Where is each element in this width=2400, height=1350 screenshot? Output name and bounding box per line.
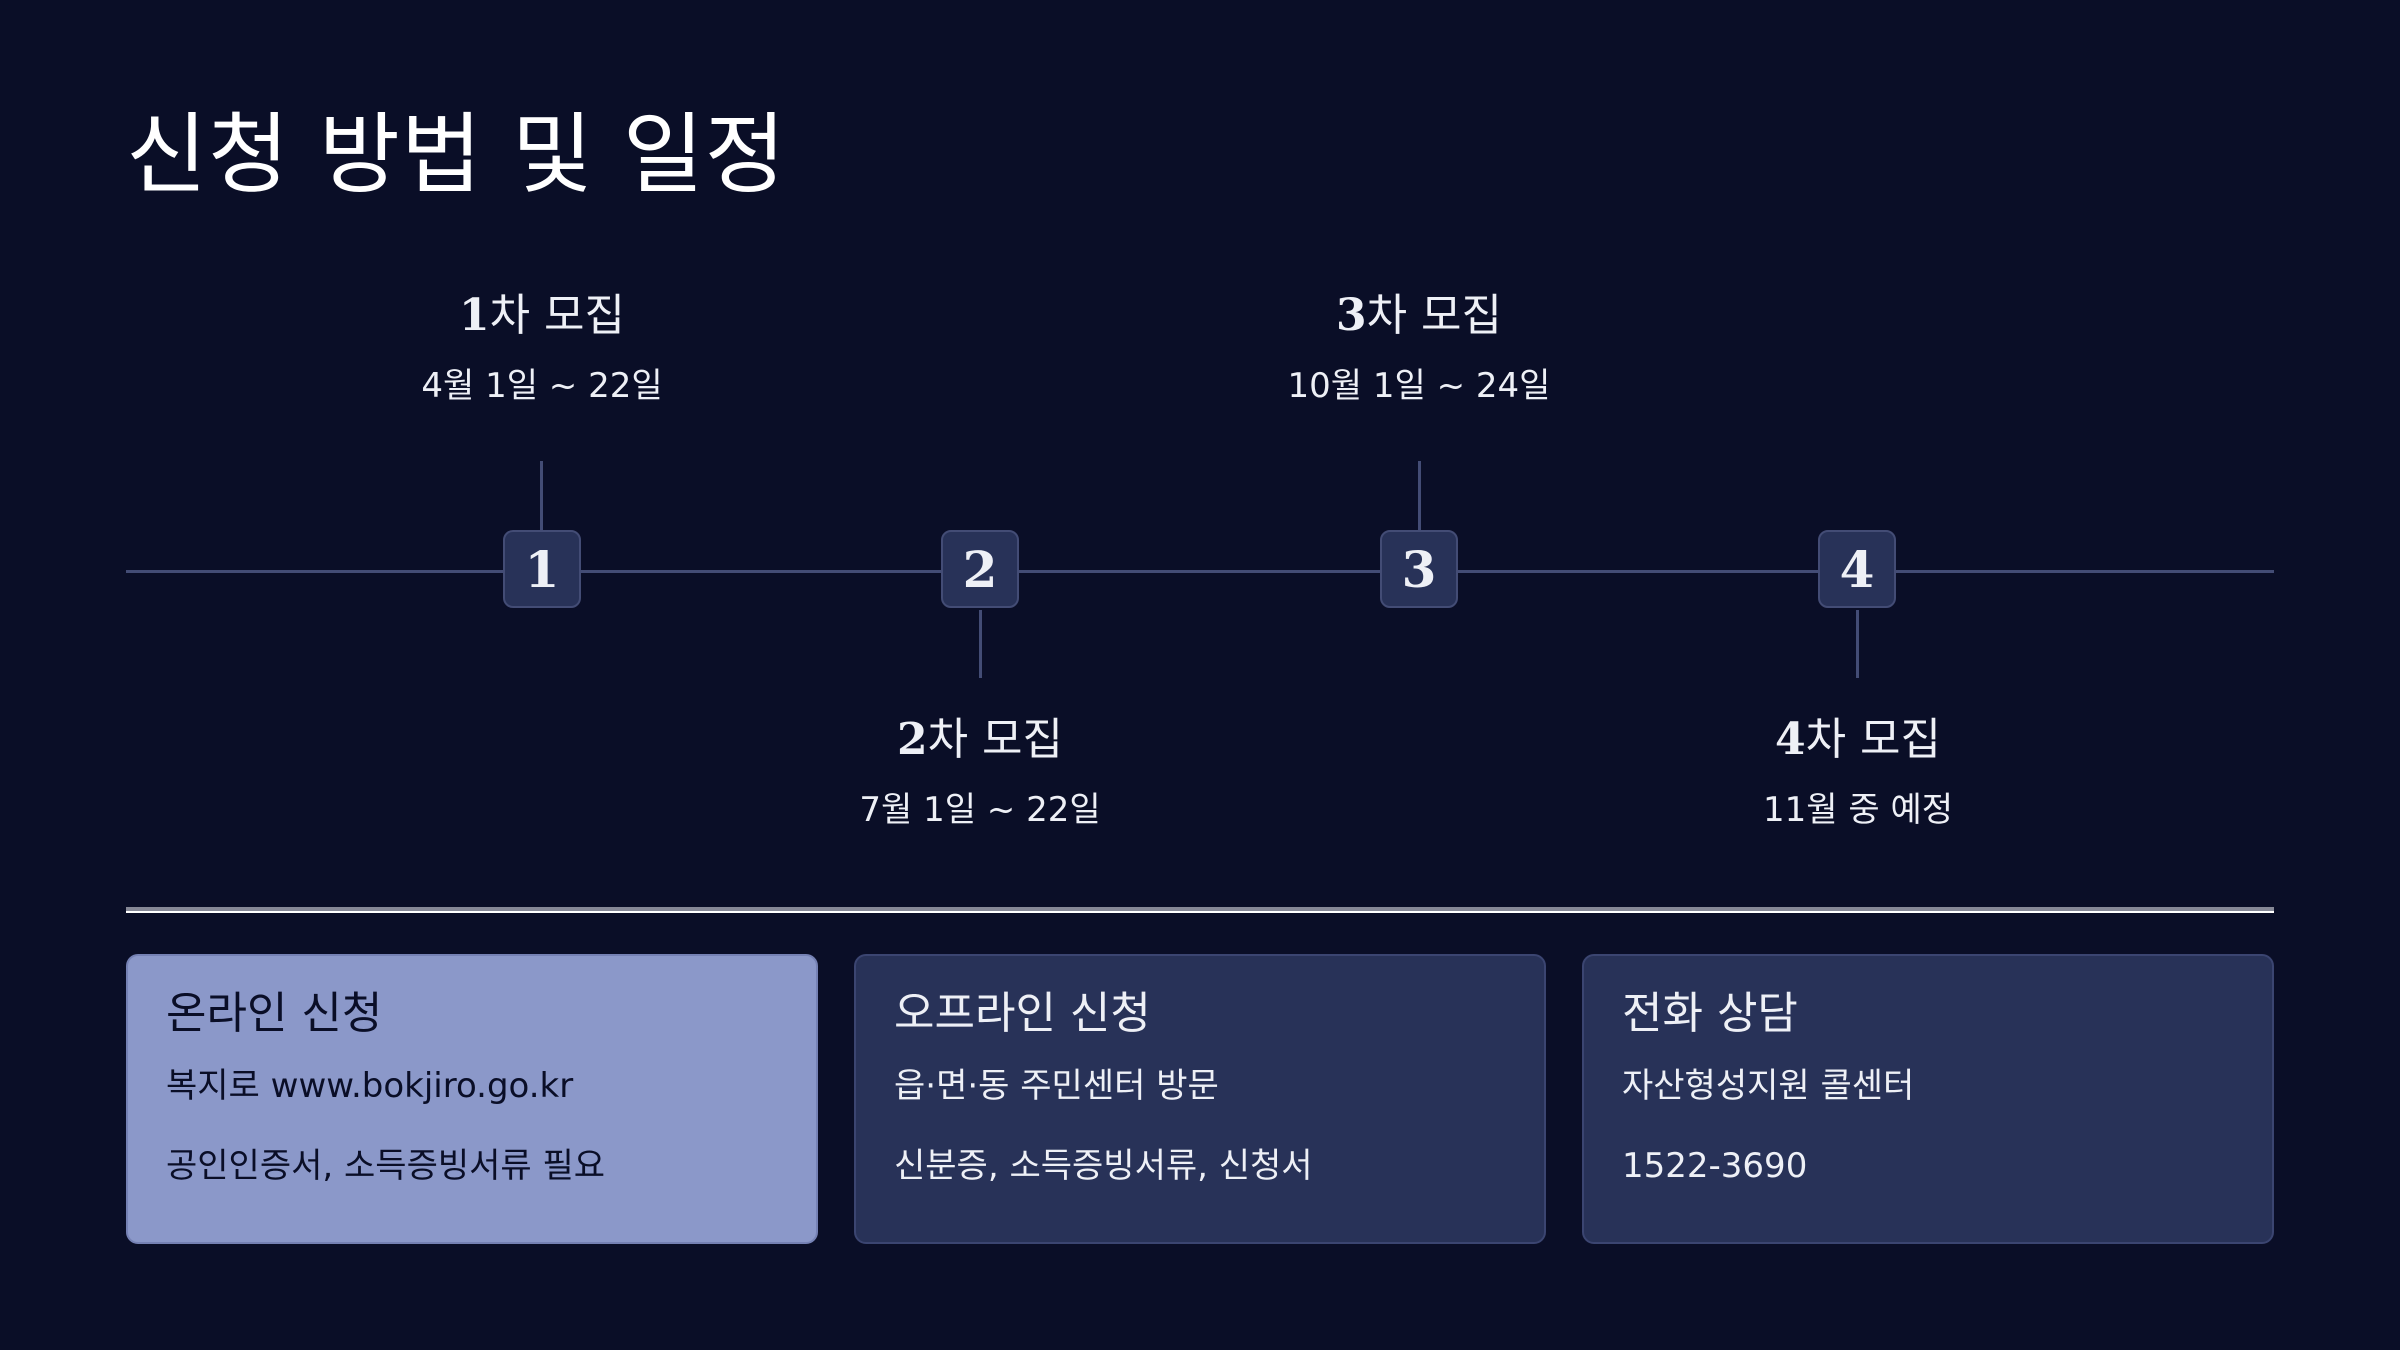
timeline-step-2-marker: 2 [941,530,1019,608]
phone-number: 1522-3690 [1622,1146,1808,1186]
timeline-connector [979,610,982,678]
step-title: 2차 모집 [896,714,1064,765]
timeline-connector [1418,461,1421,530]
card-online-application: 온라인 신청 복지로 www.bokjiro.go.kr 공인인증서, 소득증빙… [126,954,818,1244]
step-date: 4월 1일 ~ 22일 [421,366,663,406]
card-detail: 신분증, 소득증빙서류, 신청서 [894,1146,1313,1186]
card-title: 전화 상담 [1622,988,1798,1039]
card-detail: 공인인증서, 소득증빙서류 필요 [166,1146,606,1186]
timeline-connector [1856,610,1859,678]
timeline-connector [540,461,543,530]
timeline-step-3-label: 3차 모집 10월 1일 ~ 24일 [1209,288,1629,408]
section-divider [126,907,2274,913]
step-date: 7월 1일 ~ 22일 [859,790,1101,830]
card-phone-consultation: 전화 상담 자산형성지원 콜센터 1522-3690 [1582,954,2274,1244]
step-title: 3차 모집 [1335,290,1503,341]
timeline-axis [126,570,2274,573]
page-title: 신청 방법 및 일정 [126,103,787,206]
card-offline-application: 오프라인 신청 읍·면·동 주민센터 방문 신분증, 소득증빙서류, 신청서 [854,954,1546,1244]
step-date: 11월 중 예정 [1763,790,1953,830]
step-title: 4차 모집 [1774,714,1942,765]
timeline-step-4-marker: 4 [1818,530,1896,608]
card-detail: 자산형성지원 콜센터 [1622,1066,1915,1106]
step-date: 10월 1일 ~ 24일 [1287,366,1551,406]
card-title: 온라인 신청 [166,988,383,1039]
card-detail: 복지로 www.bokjiro.go.kr [166,1066,574,1106]
card-title: 오프라인 신청 [894,988,1151,1039]
timeline-step-2-label: 2차 모집 7월 1일 ~ 22일 [770,712,1190,832]
card-detail: 읍·면·동 주민센터 방문 [894,1066,1219,1106]
step-title: 1차 모집 [458,290,626,341]
timeline-step-4-label: 4차 모집 11월 중 예정 [1648,712,2068,832]
timeline-step-3-marker: 3 [1380,530,1458,608]
timeline-step-1-label: 1차 모집 4월 1일 ~ 22일 [332,288,752,408]
timeline-step-1-marker: 1 [503,530,581,608]
